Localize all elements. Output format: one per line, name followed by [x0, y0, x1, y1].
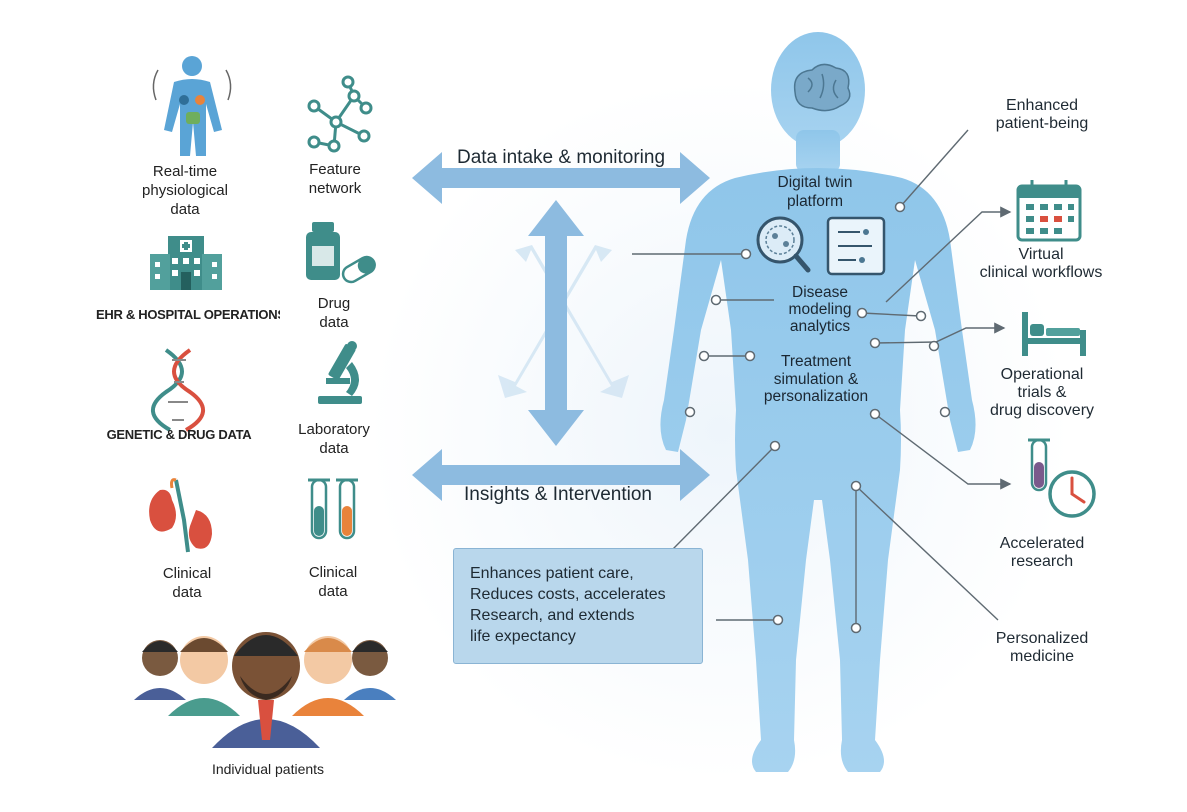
benefit-line-3: Research, and extends [470, 607, 635, 624]
dna-icon [151, 348, 205, 432]
label-operational-trials: Operational trials & drug discovery [989, 366, 1095, 419]
label-feature-network: Feature network [308, 161, 362, 197]
calendar-icon [1016, 180, 1082, 242]
brain-icon [793, 63, 851, 112]
drug-bottle-icon [306, 222, 376, 284]
label-clinical-data-tubes: Clinical data [308, 564, 358, 600]
label-enhanced-patient-being: Enhanced patient-being [995, 97, 1089, 132]
magnifier-icon [756, 216, 811, 273]
physiology-body-icon [152, 56, 232, 156]
kidney-icon [149, 478, 212, 553]
label-data-intake-monitoring: Data intake & monitoring [456, 147, 666, 168]
label-treatment-simulation: Treatment simulation & personalization [763, 353, 869, 405]
label-digital-twin-platform: Digital twin platform [777, 174, 853, 210]
hospital-icon [150, 236, 222, 290]
connector-dots [684, 201, 951, 634]
benefits-info-box: Enhances patient care, Reduces costs, ac… [453, 548, 703, 664]
label-laboratory-data: Laboratory data [298, 421, 370, 457]
label-individual-patients: Individual patients [211, 761, 325, 777]
label-insights-intervention: Insights & Intervention [464, 484, 652, 505]
label-realtime-physiological-data: Real-time physiological data [142, 163, 228, 218]
label-accelerated-research: Accelerated research [999, 535, 1085, 570]
benefit-line-1: Enhances patient care, [470, 565, 634, 582]
label-clinical-data-kidney: Clinical data [162, 565, 212, 601]
label-drug-data: Drug data [317, 295, 351, 331]
bed-icon [1022, 312, 1086, 356]
patients-group-icon [134, 632, 396, 748]
cross-arrows-faint [498, 245, 629, 398]
connectors [632, 129, 1012, 626]
label-personalized-medicine: Personalized medicine [995, 630, 1089, 665]
label-virtual-clinical-workflows: Virtual clinical workflows [979, 246, 1103, 281]
benefit-line-4: life expectancy [470, 628, 576, 645]
insights-arrow [412, 449, 710, 501]
network-icon [307, 75, 373, 153]
tablet-icon [826, 216, 886, 276]
tube-clock-icon [1028, 438, 1096, 518]
label-ehr-hospital-operations: EHR & HOSPITAL OPERATIONS [96, 307, 280, 322]
benefit-line-2: Reduces costs, accelerates [470, 586, 666, 603]
test-tubes-icon [308, 478, 358, 540]
data-intake-arrow [412, 152, 710, 204]
vertical-arrow [528, 200, 584, 446]
label-disease-modeling-analytics: Disease modeling analytics [788, 284, 852, 335]
microscope-icon [318, 341, 362, 404]
label-genetic-drug-data: GENETIC & DRUG DATA [106, 427, 252, 442]
